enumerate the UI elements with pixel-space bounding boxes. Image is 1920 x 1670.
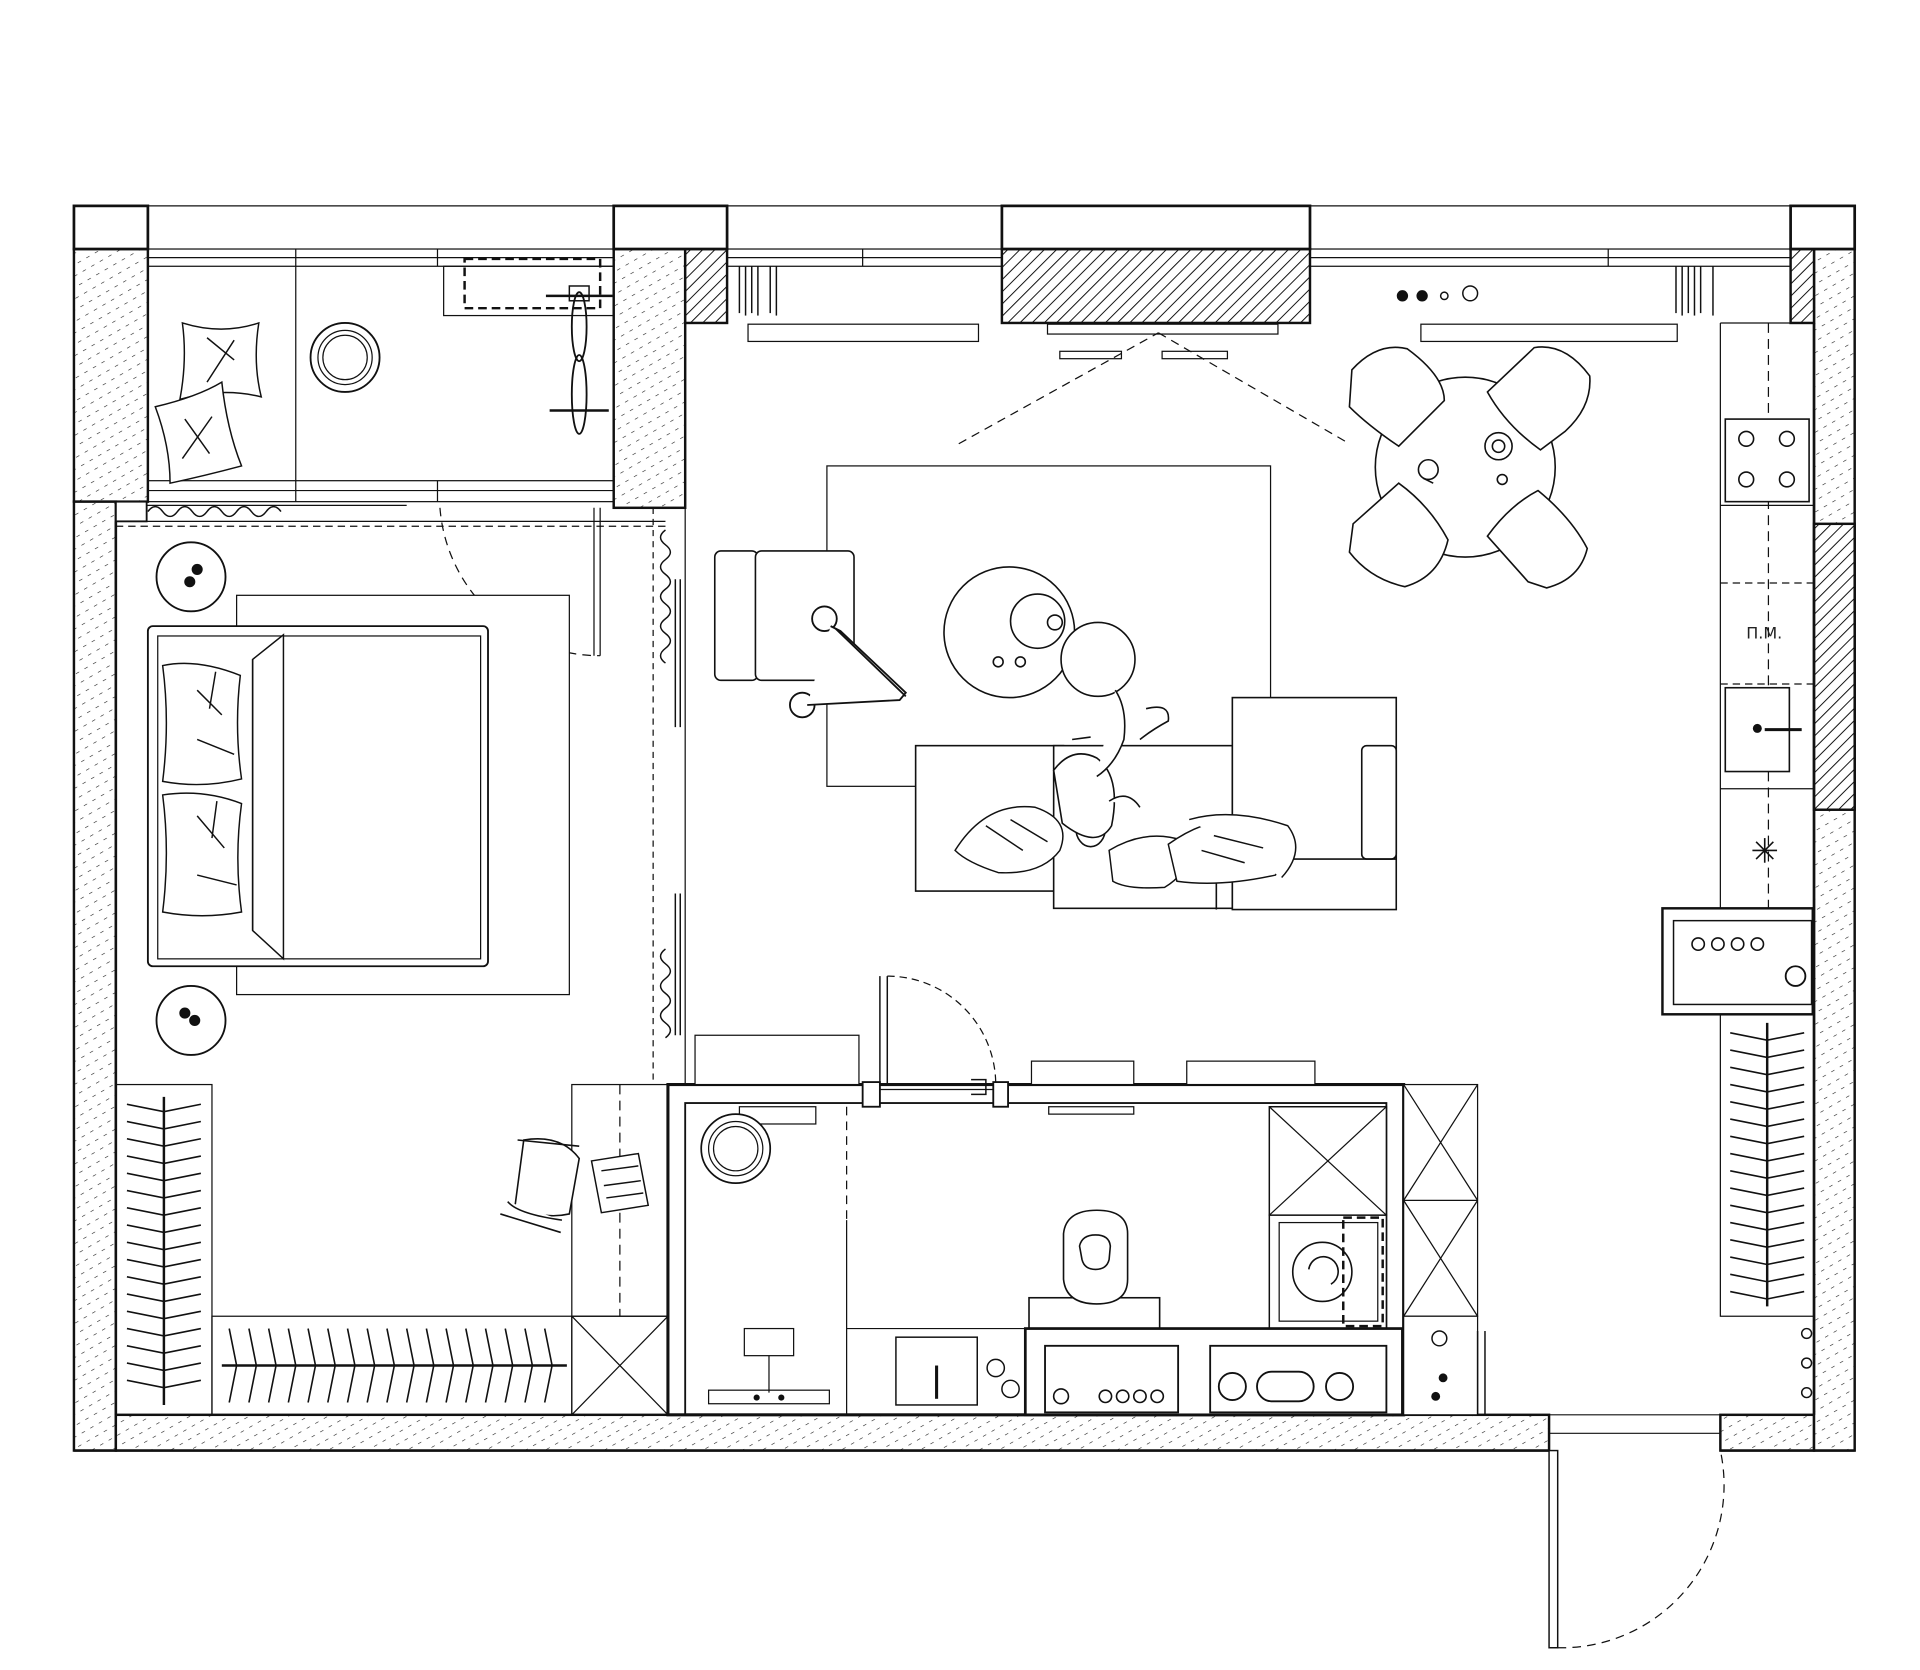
nightstands [155, 541, 227, 1056]
desk-chair [500, 1137, 581, 1234]
balcony-stool [309, 322, 381, 393]
laundry-cabinet [1268, 1105, 1388, 1330]
tall-cabinet [1403, 1083, 1479, 1416]
entry-shelves [694, 1034, 1316, 1115]
laptop [590, 1152, 650, 1214]
exterior-walls [72, 247, 1856, 1452]
coffee-tables [943, 566, 1136, 699]
kitchen-sink [1724, 686, 1802, 773]
dining-chairs [1348, 346, 1591, 589]
curtains [147, 505, 681, 1039]
windows [147, 248, 1792, 503]
entrance-door [1548, 1414, 1725, 1649]
oven [1661, 907, 1815, 1016]
toilet [1028, 1209, 1161, 1330]
floor-lamp [789, 605, 908, 719]
bicycle [545, 285, 613, 435]
bathroom-vanity [846, 1327, 1026, 1406]
shower [700, 1106, 848, 1415]
extractor-asterisk [1752, 838, 1778, 863]
radiators [738, 266, 1714, 316]
partitions [114, 500, 686, 1085]
cooktop [1724, 418, 1810, 503]
projection-lines [958, 332, 1350, 445]
ledge-items [1396, 285, 1479, 302]
bed-pillows [161, 662, 243, 917]
dishwasher-label: П.М. [1746, 623, 1782, 642]
parapet-blocks [72, 204, 1857, 251]
wardrobe-left [115, 1083, 213, 1416]
person [1052, 689, 1170, 848]
utility-boxes [1023, 1327, 1404, 1417]
wall-hooks [1800, 1327, 1813, 1399]
window-sills [747, 323, 1678, 360]
outline [73, 322, 1855, 1452]
balcony-pillows [154, 321, 263, 485]
sofa-pillows [954, 805, 1297, 889]
shoe-rack [1431, 1330, 1486, 1415]
